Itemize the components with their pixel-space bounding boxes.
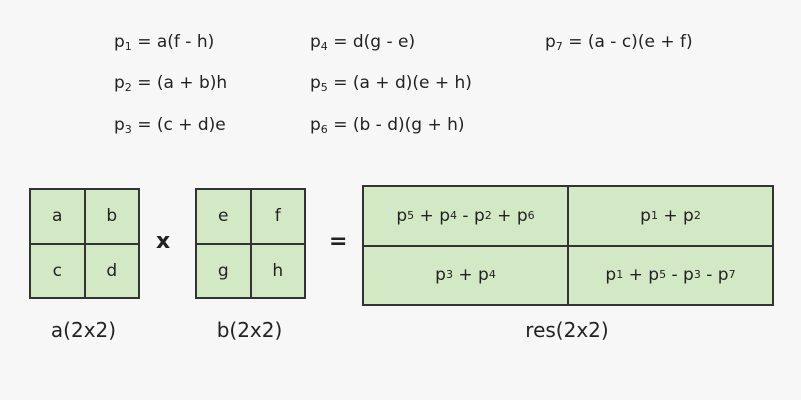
formula-p6-var: p bbox=[310, 115, 321, 135]
formula-p1-expr: = a(f - h) bbox=[131, 32, 215, 52]
term: p bbox=[605, 265, 617, 286]
formula-p1-sub: 1 bbox=[124, 40, 132, 53]
term: p bbox=[683, 205, 694, 226]
matrix-b-cell: e bbox=[196, 189, 251, 244]
term: p bbox=[473, 205, 485, 226]
op: - bbox=[666, 265, 684, 286]
result-label: res(2x2) bbox=[525, 318, 609, 342]
formula-p2: p2 = (a + b)h bbox=[114, 72, 227, 94]
formula-p3-expr: = (c + d)e bbox=[131, 115, 226, 135]
matrix-a-cell: b bbox=[84, 189, 139, 244]
term: p bbox=[396, 205, 408, 226]
formula-p6-sub: 6 bbox=[320, 123, 328, 136]
formula-p4-var: p bbox=[310, 32, 321, 52]
multiply-operator: x bbox=[156, 229, 171, 254]
matrix-b-label: b(2x2) bbox=[216, 318, 283, 342]
matrix-a-cell: a bbox=[30, 189, 85, 244]
equals-operator: = bbox=[329, 229, 348, 254]
matrix-b: e f g h bbox=[195, 188, 306, 299]
formula-p5-sub: 5 bbox=[320, 81, 328, 94]
matrix-b-cell: f bbox=[250, 189, 305, 244]
formula-p6-expr: = (b - d)(g + h) bbox=[327, 115, 465, 135]
formula-p7: p7 = (a - c)(e + f) bbox=[545, 31, 693, 53]
op: + bbox=[491, 205, 517, 226]
op: - bbox=[457, 205, 474, 226]
formula-p2-var: p bbox=[114, 73, 125, 93]
formula-p1: p1 = a(f - h) bbox=[114, 31, 214, 53]
formula-p7-sub: 7 bbox=[555, 40, 563, 53]
op: + bbox=[657, 205, 684, 226]
formula-p2-sub: 2 bbox=[124, 81, 132, 94]
formula-p3: p3 = (c + d)e bbox=[114, 114, 226, 136]
formula-p1-var: p bbox=[114, 32, 125, 52]
formula-p4-sub: 4 bbox=[320, 40, 328, 53]
op: - bbox=[700, 265, 718, 286]
term: p bbox=[640, 205, 651, 226]
term: p bbox=[683, 265, 694, 286]
term: p bbox=[435, 265, 446, 286]
formula-p4-expr: = d(g - e) bbox=[327, 32, 416, 52]
op: + bbox=[452, 265, 479, 286]
matrix-a-cell: d bbox=[84, 243, 139, 298]
matrix-b-cell: h bbox=[250, 243, 305, 298]
term: p bbox=[516, 205, 528, 226]
matrix-a-label: a(2x2) bbox=[50, 318, 117, 342]
formula-p7-expr: = (a - c)(e + f) bbox=[562, 32, 693, 52]
formula-p3-sub: 3 bbox=[124, 123, 132, 136]
term: p bbox=[717, 265, 729, 286]
op: + bbox=[414, 205, 440, 226]
matrix-a: a b c d bbox=[29, 188, 140, 299]
formula-p5-var: p bbox=[310, 73, 321, 93]
formula-p5: p5 = (a + d)(e + h) bbox=[310, 72, 472, 94]
formula-p4: p4 = d(g - e) bbox=[310, 31, 415, 53]
matrix-b-cell: g bbox=[196, 243, 251, 298]
formula-p3-var: p bbox=[114, 115, 125, 135]
formula-p7-var: p bbox=[545, 32, 556, 52]
formula-p6: p6 = (b - d)(g + h) bbox=[310, 114, 465, 136]
formula-p2-expr: = (a + b)h bbox=[131, 73, 228, 93]
term: p bbox=[439, 205, 451, 226]
formula-p5-expr: = (a + d)(e + h) bbox=[327, 73, 472, 93]
term: p bbox=[648, 265, 660, 286]
term: p bbox=[478, 265, 489, 286]
matrix-a-cell: c bbox=[30, 243, 85, 298]
op: + bbox=[623, 265, 649, 286]
